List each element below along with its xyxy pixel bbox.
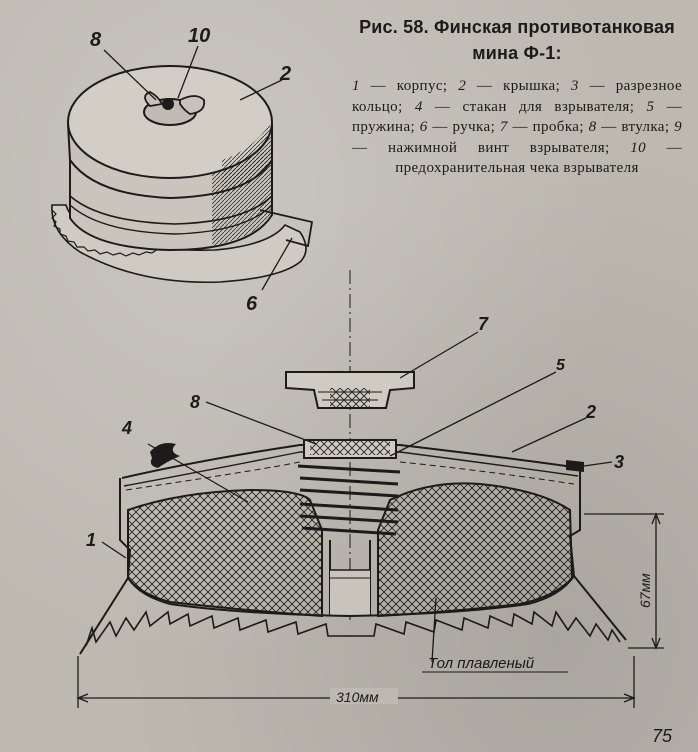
figure-number: Рис. 58. bbox=[359, 17, 429, 37]
ring-3 bbox=[566, 460, 584, 472]
legend-number: 2 bbox=[458, 78, 467, 94]
fuse-tube bbox=[321, 530, 379, 616]
figure-caption: Рис. 58. Финская противотан­ковая мина Ф… bbox=[352, 14, 682, 179]
label-8-section: 8 bbox=[190, 392, 200, 412]
filler-label: Тол плавленый bbox=[428, 655, 535, 672]
ink-smudge bbox=[150, 443, 180, 468]
handle bbox=[259, 209, 314, 248]
figure-title: Финская противотан­ковая мина Ф-1: bbox=[434, 17, 675, 63]
label-6-top: 6 bbox=[246, 293, 258, 315]
fuse-tube-fill bbox=[330, 570, 370, 616]
legend-entry: 6 — ручка bbox=[420, 119, 491, 135]
legend-text: — нажимной винт взрывателя bbox=[352, 139, 606, 156]
legend-number: 7 bbox=[499, 119, 508, 135]
explosive-right bbox=[377, 482, 574, 618]
legend-number: 4 bbox=[414, 98, 423, 115]
legend-text: — ручка bbox=[427, 119, 491, 135]
label-2-top: 2 bbox=[279, 63, 291, 85]
legend-number: 5 bbox=[646, 98, 655, 115]
legend-entry: 7 — пробка bbox=[500, 119, 580, 135]
caption-title: Рис. 58. Финская противотан­ковая мина Ф… bbox=[352, 14, 682, 66]
legend-entry: 8 — втулка bbox=[589, 119, 665, 135]
label-1: 1 bbox=[86, 530, 96, 550]
ring-band-2 bbox=[69, 204, 273, 235]
legend-entry: 1 — корпус bbox=[352, 78, 443, 94]
legend-text: — разрезное кольцо bbox=[352, 78, 683, 115]
legend-entry: 10 — предохранительная чека взрывателя bbox=[395, 140, 682, 177]
label-3: 3 bbox=[614, 452, 624, 472]
legend-text: — предохранительная чека взрывателя bbox=[395, 139, 682, 177]
fuse-wing bbox=[144, 91, 206, 115]
legend-text: — втулка bbox=[596, 119, 665, 135]
skirt-teeth bbox=[85, 610, 621, 647]
dimension-height-text: 67мм bbox=[637, 573, 653, 608]
legend-number: 3 bbox=[570, 78, 579, 94]
legend-text: — корпус bbox=[359, 78, 443, 94]
legend-text: — пружина bbox=[352, 98, 682, 136]
legend-entry: 9 — нажимной винт взрывателя bbox=[352, 119, 682, 156]
legend-text: — крышка bbox=[466, 78, 556, 94]
legend-entry: 2 — крышка bbox=[458, 78, 555, 94]
legend-text: — пробка bbox=[507, 119, 580, 135]
label-2-section: 2 bbox=[585, 402, 596, 422]
label-7: 7 bbox=[478, 314, 489, 334]
legend-number: 6 bbox=[419, 119, 428, 135]
dimension-gap bbox=[330, 688, 398, 704]
lid-shading bbox=[222, 124, 272, 194]
legend-entry: 3 — разрезное кольцо bbox=[352, 78, 682, 115]
legend-number: 8 bbox=[588, 119, 597, 135]
label-10-top: 10 bbox=[188, 25, 210, 47]
legend-number: 10 bbox=[630, 139, 647, 156]
legend-text: — стакан для взрывателя bbox=[422, 98, 630, 115]
dimension-diameter-text: 310мм bbox=[336, 689, 379, 705]
label-4: 4 bbox=[121, 418, 132, 438]
perspective-view bbox=[51, 65, 314, 284]
cross-section bbox=[79, 270, 627, 655]
spring-5 bbox=[297, 464, 401, 536]
label-8-top: 8 bbox=[90, 29, 102, 51]
figure-legend: 1 — корпус; 2 — крышка; 3 — разрезное ко… bbox=[352, 78, 683, 177]
legend-entry: 5 — пружина bbox=[352, 99, 682, 136]
explosive-left bbox=[127, 488, 323, 618]
label-5: 5 bbox=[556, 357, 566, 374]
ring-band bbox=[69, 195, 273, 225]
page-number: 75 bbox=[652, 726, 673, 746]
perspective-leaders bbox=[103, 45, 293, 291]
legend-number: 1 bbox=[352, 78, 360, 94]
dimension-height bbox=[584, 512, 664, 650]
legend-number: 9 bbox=[674, 119, 683, 135]
legend-entry: 4 — стакан для взрывателя bbox=[415, 99, 630, 115]
